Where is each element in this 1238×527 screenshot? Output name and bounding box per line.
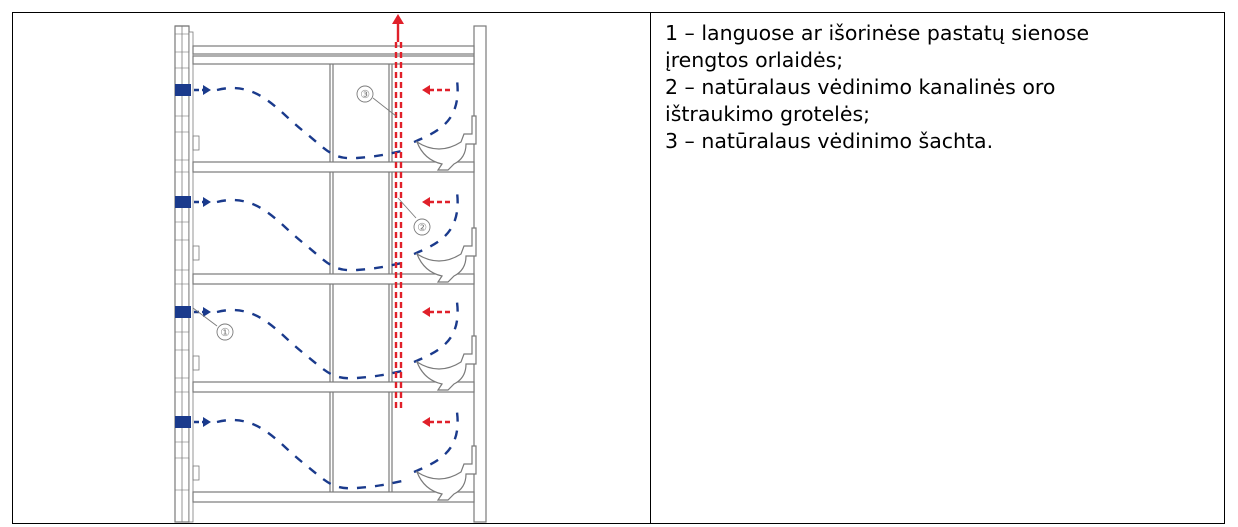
callout-2-circle — [413, 218, 431, 236]
toilet-icon — [415, 335, 477, 391]
window-air-vent-icon — [175, 84, 191, 96]
roof-slab-top — [192, 45, 475, 55]
window-sill — [192, 245, 200, 261]
airflow-path-up — [413, 191, 459, 256]
facade-panel — [174, 131, 190, 161]
window-air-vent-icon — [175, 306, 191, 318]
floor-slab — [192, 273, 475, 285]
airflow-path-up — [413, 79, 459, 144]
callout-1-circle — [216, 323, 234, 341]
window-sill — [192, 465, 200, 481]
airflow-path — [216, 419, 408, 490]
exhaust-arrow-head — [422, 307, 430, 317]
ventilation-diagram: ③ ② ① — [174, 14, 487, 523]
inflow-arrow-head — [203, 197, 211, 207]
legend-item-2-cont: ištraukimo grotelės; — [665, 102, 871, 126]
roof-slab — [192, 55, 475, 65]
legend: 1 – languose ar išorinėse pastatų sienos… — [665, 20, 1210, 155]
inflow-arrow-head — [203, 307, 211, 317]
callout-2: ② — [417, 221, 427, 234]
exhaust-arrow-head — [422, 417, 430, 427]
inflow-arrow-head — [203, 85, 211, 95]
window-air-vent-icon — [175, 196, 191, 208]
toilet-icon — [415, 445, 477, 501]
toilet-icon — [415, 227, 477, 283]
callout-1-leader — [192, 307, 218, 327]
floor-slab — [192, 491, 475, 503]
callout-3-circle — [356, 85, 374, 103]
facade-panel — [174, 33, 190, 53]
exhaust-shaft-arrow-head — [392, 14, 404, 24]
exhaust-arrow-head — [422, 85, 430, 95]
facade-panel — [174, 457, 190, 491]
legend-item-1-cont: įrengtos orlaidės; — [665, 48, 844, 72]
airflow-path — [216, 309, 408, 380]
airflow-path-up — [413, 301, 459, 364]
callout-3: ③ — [360, 88, 370, 101]
airflow-path — [216, 87, 408, 160]
legend-item-2: 2 – natūralaus vėdinimo kanalinės oro — [665, 75, 1056, 99]
diagram-cell — [12, 12, 650, 524]
facade-panel — [174, 239, 190, 271]
window-sill — [192, 355, 200, 371]
inflow-arrow-head — [203, 417, 211, 427]
facade-panel — [174, 349, 190, 379]
callout-1: ① — [220, 326, 230, 339]
callout-3-leader — [372, 97, 397, 117]
legend-cell — [650, 12, 1225, 524]
toilet-icon — [415, 115, 477, 171]
airflow-path-up — [413, 411, 459, 474]
legend-item-1: 1 – languose ar išorinėse pastatų sienos… — [665, 21, 1090, 45]
callout-2-leader — [397, 197, 417, 219]
window-sill — [192, 135, 200, 151]
legend-item-3: 3 – natūralaus vėdinimo šachta. — [665, 129, 994, 153]
floor-slab — [192, 161, 475, 173]
floor-slab — [192, 381, 475, 393]
exhaust-arrow-head — [422, 197, 430, 207]
window-air-vent-icon — [175, 416, 191, 428]
airflow-path — [216, 199, 408, 272]
